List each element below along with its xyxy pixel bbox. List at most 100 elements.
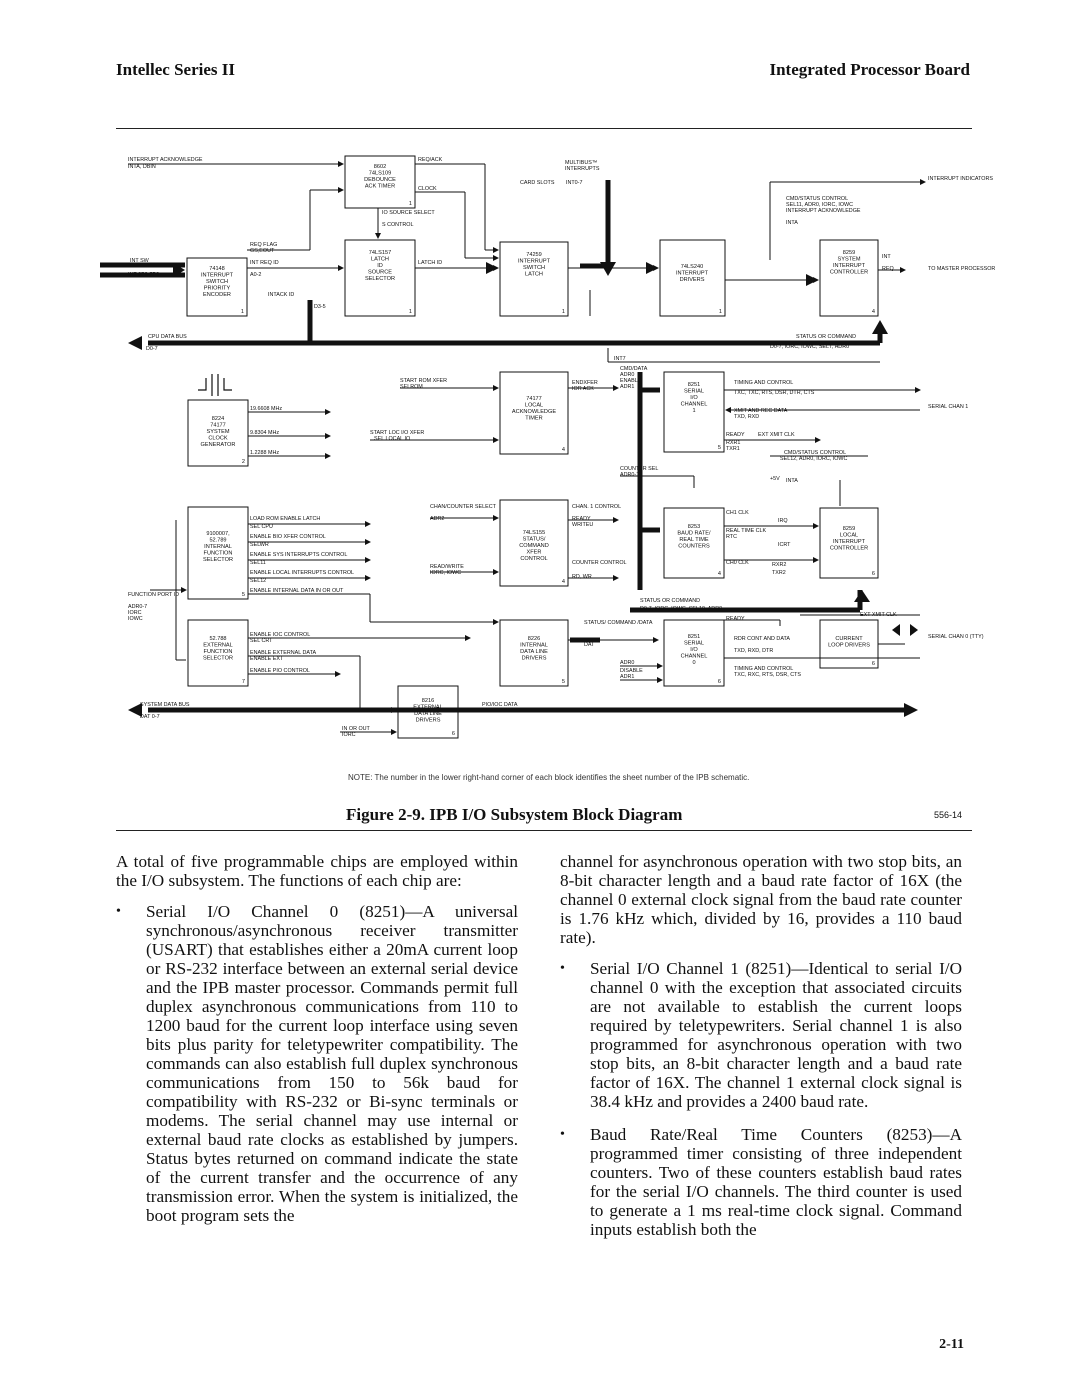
signal-label-ext-xmit-clk2: EXT XMIT CLK — [860, 612, 897, 618]
signal-label-system-data-bus: SYSTEM DATA BUS — [140, 702, 190, 708]
block-text: SYSTEM — [837, 257, 860, 263]
sheet-number: 4 — [872, 309, 875, 315]
sheet-number: 1 — [409, 201, 412, 207]
intro-paragraph: A total of five programmable chips are e… — [116, 852, 518, 890]
sheet-number: 7 — [242, 679, 245, 685]
signal-label-enable: ENABLE — [620, 378, 642, 384]
right-column: channel for asynchronous operation with … — [560, 852, 962, 1253]
block-8259-system — [819, 239, 879, 317]
figure-code: 556-14 — [934, 810, 963, 820]
signal-label-pio-ioc-data: PIO/IOC DATA — [482, 702, 518, 708]
sheet-number: 6 — [872, 661, 875, 667]
signal-label-disable: DISABLE — [620, 668, 643, 674]
block-text: LOOP DRIVERS — [828, 643, 870, 649]
block-text: LATCH — [525, 272, 543, 278]
signal-label-int07: INT0-7 — [566, 180, 582, 186]
sheet-number: 6 — [452, 731, 455, 737]
block-8253 — [663, 507, 725, 579]
signal-label-sel12: SEL12 — [250, 578, 266, 584]
signal-label-xmit-rec: XMIT AND REC DATA — [734, 408, 788, 414]
block-text: PRIORITY — [204, 286, 231, 292]
header-rule — [116, 128, 972, 129]
block-text: 8253 — [688, 524, 700, 530]
signal-label-intack-id: INTACK ID — [268, 292, 294, 298]
block-text: CONTROLLER — [830, 546, 868, 552]
signal-label-status-command: STATUS/ COMMAND /DATA — [584, 620, 653, 626]
signal-label-interrupt-ack-label: INTERRUPT ACKNOWLEDGE — [786, 208, 861, 214]
signal-label-interrupts: INTERRUPTS — [565, 166, 600, 172]
block-text: 1 — [692, 408, 695, 414]
signal-label-sel-cpu: SEL CPU — [250, 524, 273, 530]
signal-label-status-or-command2: STATUS OR COMMAND — [640, 598, 700, 604]
signal-label-latch-id: LATCH ID — [418, 260, 442, 266]
signal-label-enable-ext2: ENABLE EXT — [250, 656, 284, 662]
signal-label-start-loc: START LOC I/O XFER — [370, 430, 424, 436]
signal-label-selrom: SELROM — [400, 384, 423, 390]
signal-label-function-port: FUNCTION PORT ID — [128, 592, 179, 598]
signal-label-serial-chan1: SERIAL CHAN 1 — [928, 404, 968, 410]
signal-label-gs-eout: GS,EOUT — [250, 248, 275, 254]
signal-label-sel-crt: SEL CRT — [250, 638, 273, 644]
figure-note: NOTE: The number in the lower right-hand… — [348, 773, 750, 782]
sheet-number: 2 — [242, 459, 245, 465]
signal-label-inta-dbin: INTA, DBIN — [128, 164, 156, 170]
block-text: DATA LINE — [520, 649, 548, 655]
running-header-right: Integrated Processor Board — [769, 60, 970, 79]
block-text: LOCAL — [525, 403, 543, 409]
sheet-number: 6 — [718, 679, 721, 685]
block-text: INTERRUPT — [833, 263, 866, 269]
continued-paragraph: channel for asynchronous operation with … — [560, 852, 962, 947]
block-text: CHANNEL — [681, 402, 708, 408]
sheet-number: 6 — [872, 571, 875, 577]
signal-label-counter-sel: COUNTER SEL — [620, 466, 658, 472]
signal-label-enable-bio: ENABLE BIO XFER CONTROL — [250, 534, 326, 540]
block-text: 8251 — [688, 382, 700, 388]
block-text: INTERRUPT — [833, 539, 866, 545]
sheet-number: 4 — [562, 447, 565, 453]
block-text: 74177 — [526, 396, 542, 402]
signal-label-cpu-data-bus: CPU DATA BUS — [148, 334, 187, 340]
signal-label-io-source-select: IO SOURCE SELECT — [382, 210, 435, 216]
block-text: 8259 — [843, 250, 855, 256]
block-text: EXTERNAL — [203, 643, 233, 649]
signal-label-rxr2: RXR2 — [772, 562, 786, 568]
block-text: CHANNEL — [681, 654, 708, 660]
block-74177-timer — [499, 371, 569, 455]
block-8226 — [499, 619, 569, 687]
signal-label-cmd-data: CMD/DATA — [620, 366, 648, 372]
sheet-number: 4 — [562, 579, 565, 585]
bullet-serial-channel-1: Serial I/O Channel 1 (8251)—Identical to… — [560, 959, 962, 1111]
block-text: 74LS155 — [523, 530, 545, 536]
block-text: INTERNAL — [204, 544, 232, 550]
block-74ls155 — [499, 499, 569, 587]
sheet-number: 5 — [242, 592, 245, 598]
signal-label-start-rom: START ROM XFER — [400, 378, 447, 384]
block-text: 0 — [692, 660, 695, 666]
signal-label-adr2: ADR2 — [430, 516, 444, 522]
signal-label-irq: IRQ — [778, 518, 788, 524]
block-text: EXTERNAL — [413, 705, 443, 711]
block-text: COUNTERS — [678, 544, 710, 550]
signal-label-writeu: WRITEU — [572, 522, 593, 528]
block-text: 74LS109 — [369, 171, 391, 177]
block-text: 8251 — [688, 634, 700, 640]
signal-label-enable-internal: ENABLE INTERNAL DATA IN OR OUT — [250, 588, 344, 594]
signal-label-endxfer: ENDXFER — [572, 380, 598, 386]
block-text: XFER — [527, 550, 542, 556]
signal-label-timing-ctrl: TIMING AND CONTROL — [734, 380, 793, 386]
block-text: CURRENT — [835, 636, 863, 642]
signal-label-serial-chan0: SERIAL CHAN 0 (TTY) — [928, 634, 984, 640]
signal-label-int-8p-7p: INT 8P8-7P8 — [128, 272, 159, 278]
signal-label-cmd-status-sub: SEL11, ADR0, IORC, IOWC — [786, 202, 853, 208]
bullet-baud-rate-counters: Baud Rate/Real Time Counters (8253)—A pr… — [560, 1125, 962, 1239]
signal-label-multibus: MULTIBUS™ — [565, 160, 597, 166]
signal-label-adr07: ADR0-7 — [128, 604, 147, 610]
signal-label-d07: D0-7 — [146, 346, 158, 352]
block-text: ENCODER — [203, 292, 231, 298]
signal-label-in-or-out: IN OR OUT — [342, 726, 371, 732]
left-column: A total of five programmable chips are e… — [116, 852, 518, 1239]
block-text: INTERRUPT — [518, 259, 551, 265]
block-text: 8259 — [843, 526, 855, 532]
signal-label-cmd-status-ctrl: CMD/STATUS CONTROL — [786, 196, 848, 202]
